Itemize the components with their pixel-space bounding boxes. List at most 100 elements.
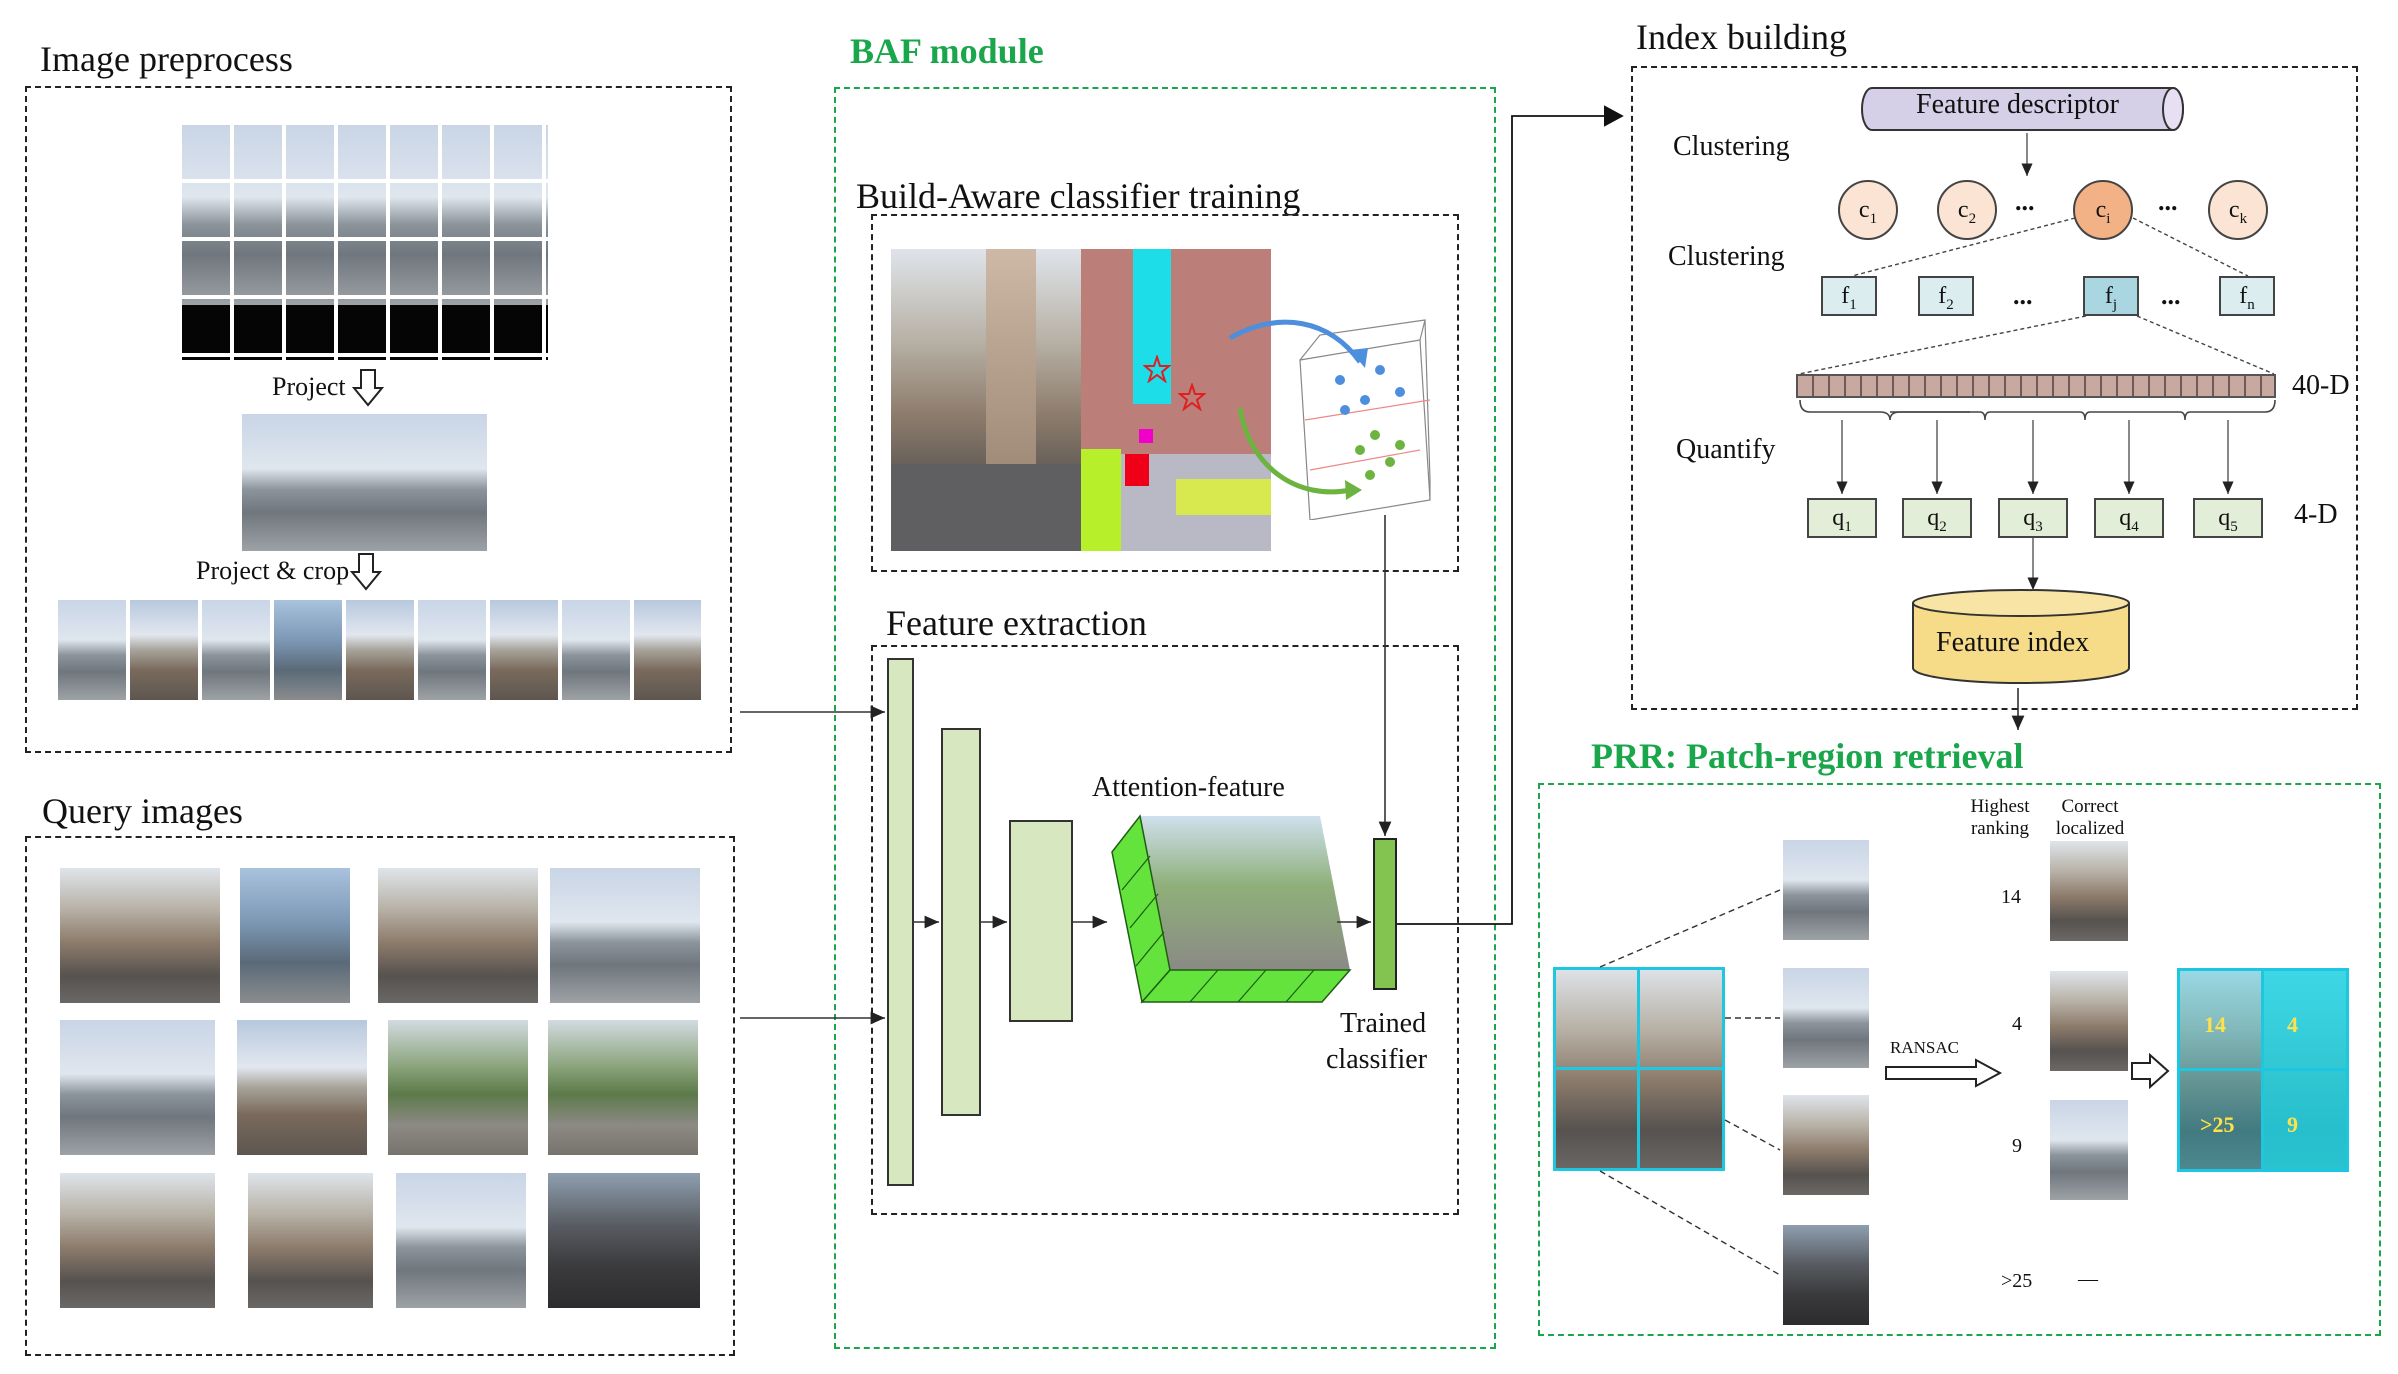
crop-image [58,600,126,700]
retrieved-image [2050,1100,2128,1200]
attention-feature-map [1111,814,1352,1004]
right-arrow-icon [1885,1058,2003,1088]
dim-40-label: 40-D [2292,370,2350,401]
crop-image [346,600,414,700]
star-marker-icon [1143,355,1171,383]
panorama-image [242,414,487,551]
segmentation-map [1081,249,1271,551]
query-image [388,1020,528,1155]
crop-image [130,600,198,700]
ellipsis: ... [2161,281,2181,310]
query-image [60,868,220,1003]
query-images-grid [60,868,700,1308]
ranking-value: >25 [2001,1270,2033,1292]
cnn-layer-2 [941,728,981,1116]
quantized-q3: q3 [1998,498,2068,538]
attention-feature-label: Attention-feature [1092,772,1285,803]
crop-image [562,600,630,700]
crop-image [418,600,486,700]
query-image [237,1020,367,1155]
query-image [378,868,538,1003]
street-view-image [891,249,1081,551]
descriptor-vector-40d [1796,374,2276,398]
ellipsis: ... [2013,281,2033,310]
crop-image [202,600,270,700]
dim-4-label: 4-D [2294,499,2338,530]
feature-fj: fj [2083,276,2139,316]
prr-panel [1538,783,2381,1336]
feature-descriptor-label: Feature descriptor [1916,89,2119,120]
overlay-rank: >25 [2200,1112,2235,1137]
retrieved-image [2050,971,2128,1071]
query-image [60,1020,215,1155]
ranking-value: 4 [2012,1013,2022,1035]
query-image [240,868,350,1003]
crop-image [634,600,701,700]
patch-image [1783,1225,1869,1325]
feature-fn: fn [2219,276,2275,316]
down-arrow-icon [350,553,382,591]
feature-f1: f1 [1821,276,1877,316]
cropped-images-row [58,600,701,700]
result-patch-grid [2177,968,2349,1172]
classifier-training-panel [871,214,1459,572]
retrieved-none: — [2078,1268,2098,1290]
baf-module-title: BAF module [850,31,1044,71]
image-preprocess-panel [25,86,732,753]
trained-classifier-label-line1: Trained [1340,1008,1427,1039]
right-arrow-icon [2131,1053,2170,1089]
crop-image [490,600,558,700]
feature-descriptor-cylinder [1861,87,2184,131]
image-preprocess-title: Image preprocess [40,39,293,79]
prr-title: PRR: Patch-region retrieval [1591,736,2024,776]
query-image [248,1173,373,1308]
baf-module-panel [834,87,1496,1349]
ellipsis: ... [2015,187,2035,216]
clustering-label-2: Clustering [1668,241,1785,272]
overlay-rank: 14 [2204,1012,2226,1037]
ellipsis: ... [2158,187,2178,216]
feature-space-cube [1228,319,1431,520]
query-images-title: Query images [42,791,243,831]
star-marker-icon [1178,383,1206,411]
patch-image [1783,840,1869,940]
centroid-c1: c1 [1838,180,1898,240]
project-label: Project [272,372,346,401]
ranking-value: 14 [2001,886,2021,908]
quantized-q1: q1 [1807,498,1877,538]
overlay-rank: 9 [2287,1112,2298,1137]
query-patch-grid [1553,967,1725,1171]
feature-index-database [1912,589,2130,684]
clustering-label-1: Clustering [1673,131,1790,162]
cubemap-grid-image [182,125,548,360]
retrieved-image [2050,841,2128,941]
query-image [60,1173,215,1308]
index-building-title: Index building [1636,17,1847,57]
patch-image [1783,1095,1869,1195]
feature-f2: f2 [1918,276,1974,316]
trained-classifier-label-line2: classifier [1326,1044,1428,1075]
patch-image [1783,968,1869,1068]
feature-extraction-title: Feature extraction [886,603,1147,643]
overlay-rank: 4 [2287,1012,2298,1037]
quantify-label: Quantify [1676,434,1776,465]
query-image [550,868,700,1003]
centroid-ck: ck [2208,180,2268,240]
centroid-c2: c2 [1937,180,1997,240]
ranking-value: 9 [2012,1135,2022,1157]
feature-index-label: Feature index [1936,627,2090,658]
cnn-layer-1 [887,658,914,1186]
query-image [548,1173,700,1308]
index-building-panel [1631,66,2358,710]
quantized-q2: q2 [1902,498,1972,538]
ransac-label: RANSAC [1890,1038,1959,1057]
trained-classifier-bar [1373,838,1397,990]
query-image [396,1173,526,1308]
quantized-q4: q4 [2094,498,2164,538]
cnn-layer-3 [1009,820,1073,1022]
feature-extraction-panel [871,645,1459,1215]
